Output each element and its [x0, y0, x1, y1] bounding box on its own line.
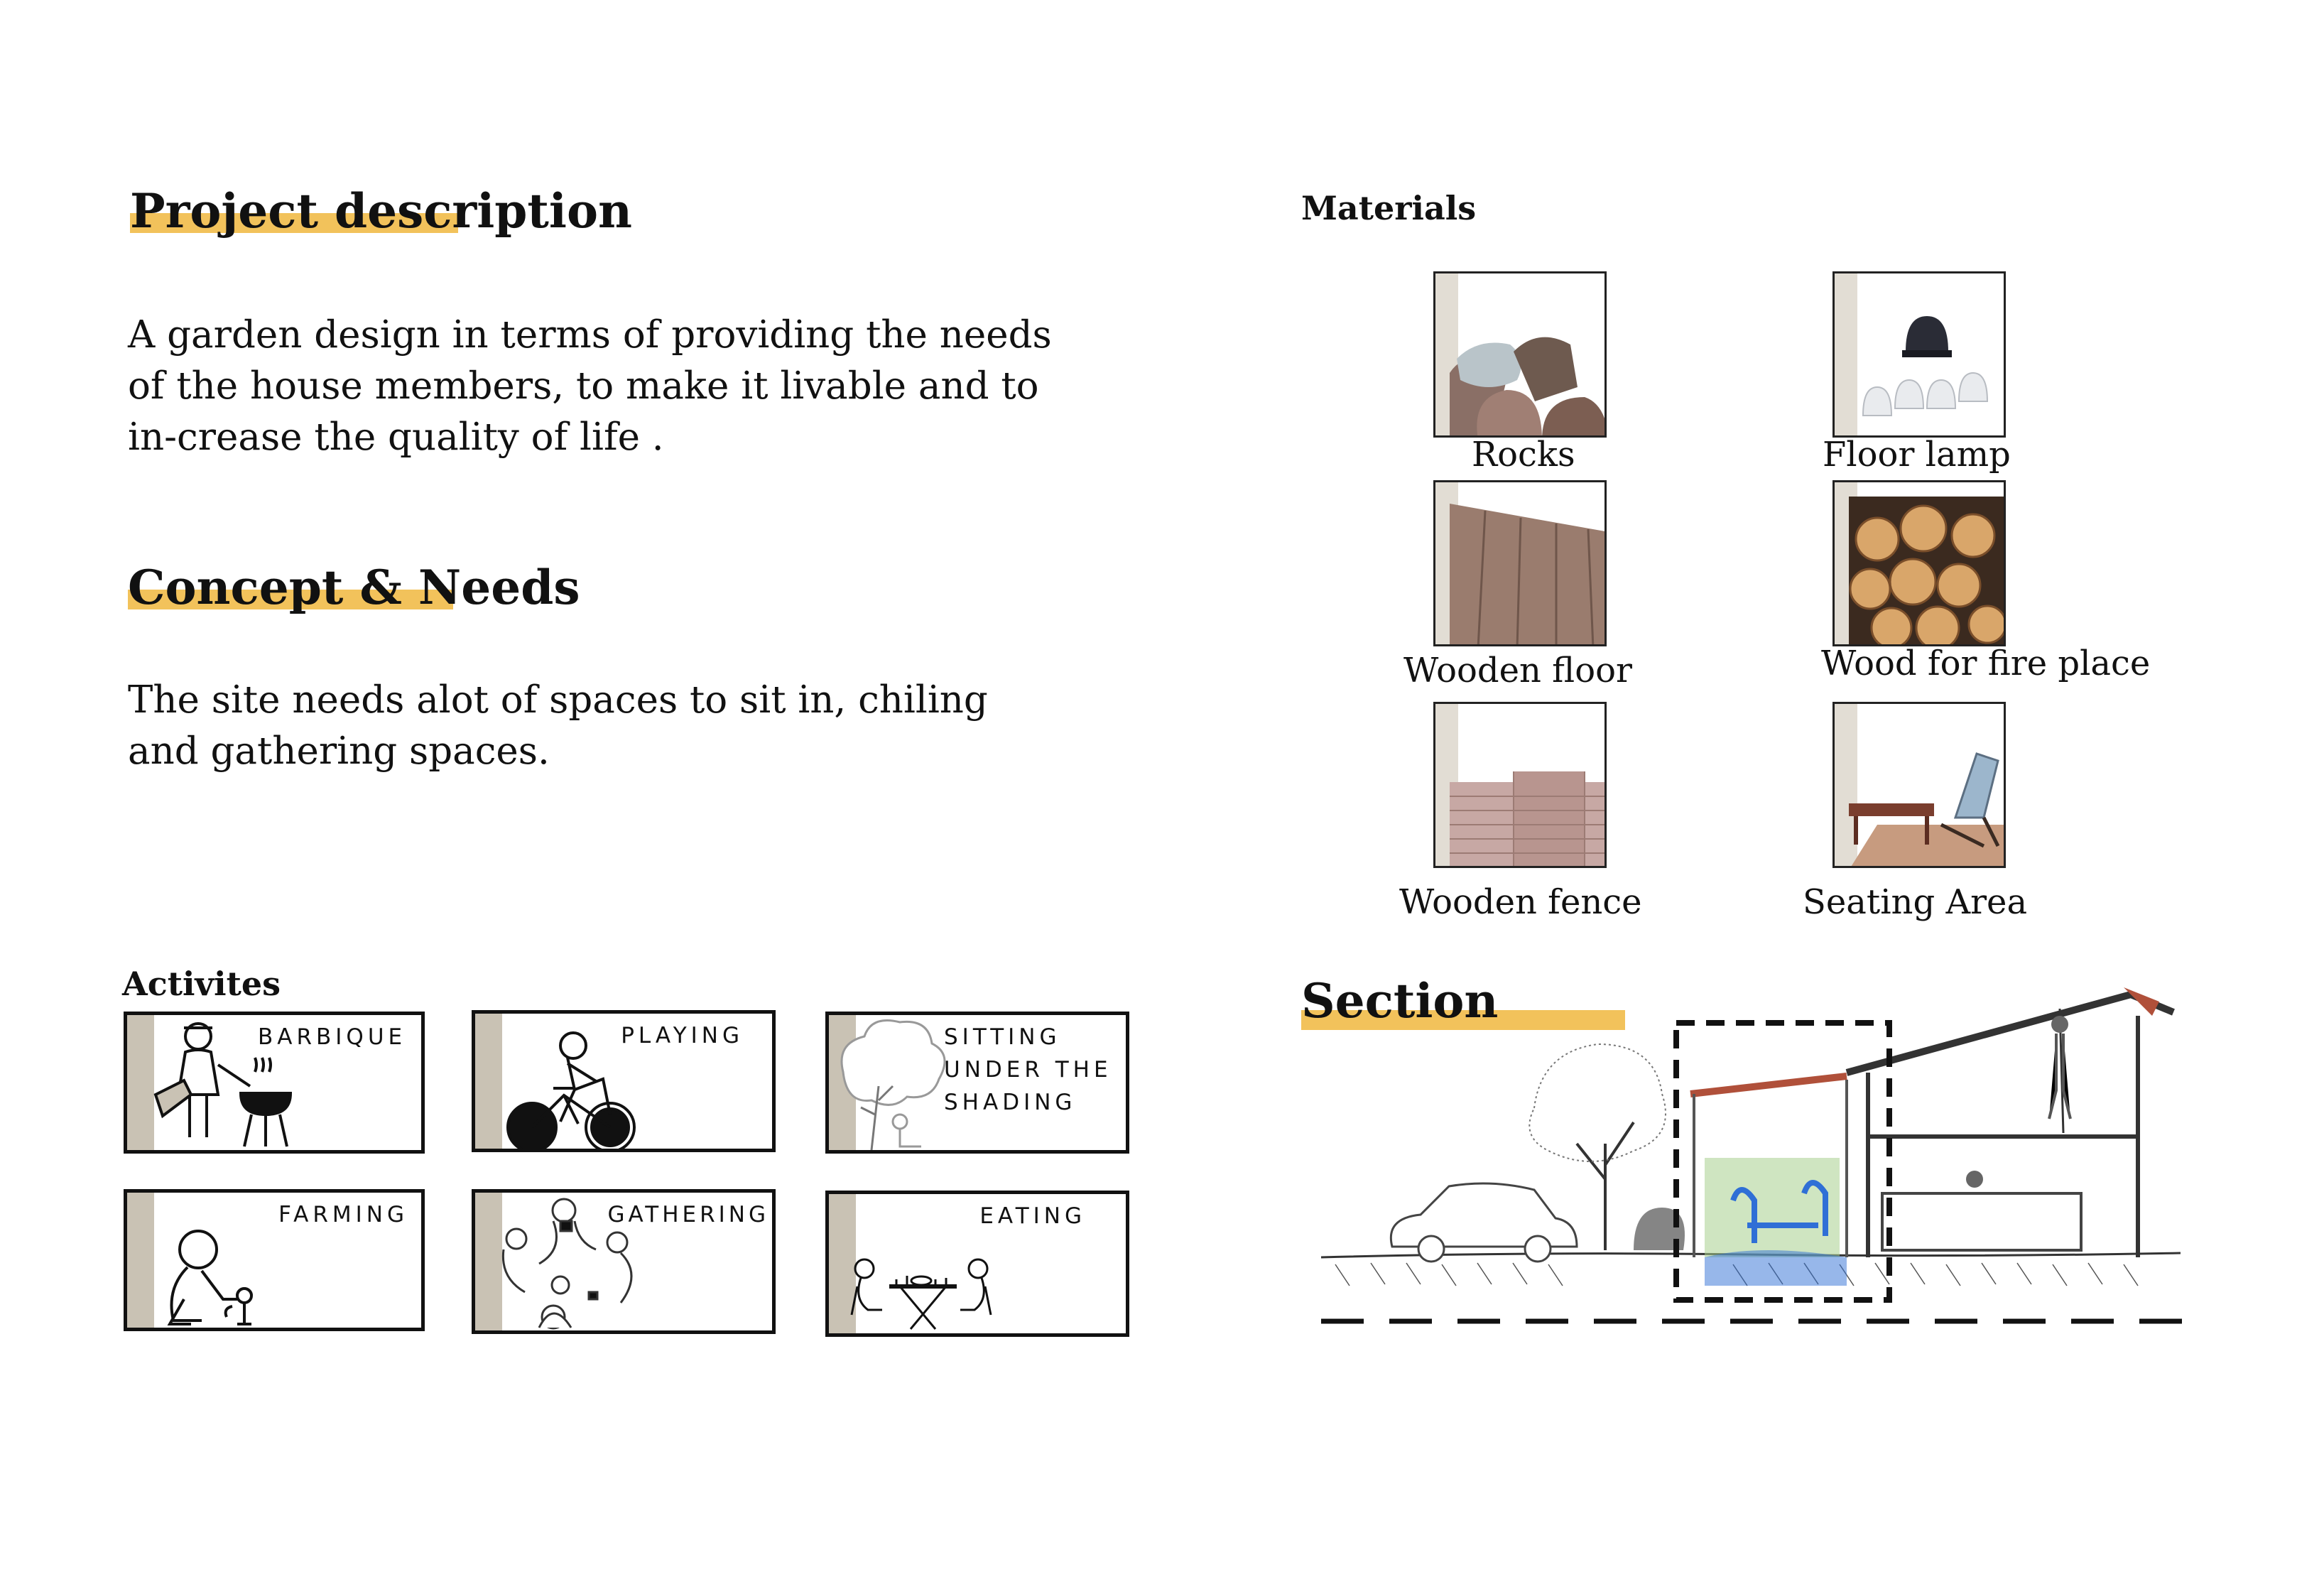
project-description-text: A garden design in terms of providing th…: [128, 313, 1052, 459]
material-label-wooden-fence: Wooden fence: [1399, 882, 1642, 922]
card-strip: [127, 1015, 154, 1150]
dining-table-icon: [850, 1258, 992, 1330]
wooden-floor-icon: [1450, 504, 1604, 644]
section-title: Section: [1301, 973, 1499, 1029]
section-drawing: [1320, 987, 2195, 1324]
tree-shade-icon: [840, 1019, 946, 1150]
project-description-title: Project description: [130, 183, 632, 239]
activity-card-eating: EATING: [825, 1191, 1129, 1337]
material-wooden-floor-image: [1433, 480, 1607, 646]
title-highlight: [130, 213, 458, 233]
materials-title: Materials: [1301, 189, 1477, 227]
activity-label: BARBIQUE: [258, 1024, 407, 1050]
activities-title: Activites: [122, 965, 281, 1003]
card-strip: [127, 1193, 154, 1328]
activity-card-gathering: GATHERING: [472, 1189, 776, 1334]
activity-card-sitting: SITTING UNDER THE SHADING: [825, 1012, 1129, 1154]
activity-card-playing: PLAYING: [472, 1010, 776, 1152]
gardening-person-icon: [167, 1230, 253, 1325]
concept-needs-title: Concept & Needs: [128, 560, 580, 615]
activity-label: GATHERING: [607, 1202, 769, 1227]
title-highlight: [128, 590, 453, 609]
activity-label: PLAYING: [621, 1023, 744, 1048]
material-floor-lamp-image: [1832, 271, 2006, 438]
barbecue-person-icon: [153, 1022, 293, 1147]
material-firewood-image: [1832, 480, 2006, 646]
bicycle-rider-icon: [506, 1031, 636, 1149]
thumb-strip: [1835, 704, 1857, 866]
activity-label: SITTING UNDER THE SHADING: [944, 1024, 1112, 1115]
material-seating-area-image: [1832, 702, 2006, 868]
wooden-fence-icon: [1450, 771, 1604, 866]
card-strip: [475, 1014, 502, 1149]
concept-needs-text: The site needs alot of spaces to sit in,…: [128, 678, 988, 773]
material-wooden-fence-image: [1433, 702, 1607, 868]
title-highlight: [1301, 1010, 1625, 1030]
activity-card-farming: FARMING: [124, 1189, 425, 1331]
material-label-firewood: Wood for fire place: [1821, 644, 2151, 683]
firewood-icon: [1849, 497, 2004, 644]
rocks-icon: [1450, 337, 1604, 435]
material-label-wooden-floor: Wooden floor: [1403, 651, 1632, 690]
material-label-floor-lamp: Floor lamp: [1823, 435, 2011, 475]
activity-label: FARMING: [278, 1202, 408, 1227]
activity-label: EATING: [979, 1203, 1086, 1229]
material-label-rocks: Rocks: [1472, 435, 1575, 475]
card-strip: [475, 1193, 502, 1330]
floor-lamp-icon: [1862, 316, 1989, 416]
group-gathering-icon: [501, 1198, 633, 1330]
card-strip: [829, 1194, 856, 1333]
thumb-strip: [1835, 273, 1857, 435]
material-rocks-image: [1433, 271, 1607, 438]
material-label-seating-area: Seating Area: [1803, 882, 2028, 922]
seating-area-icon: [1849, 752, 2004, 866]
activity-card-barbique: BARBIQUE: [124, 1012, 425, 1154]
